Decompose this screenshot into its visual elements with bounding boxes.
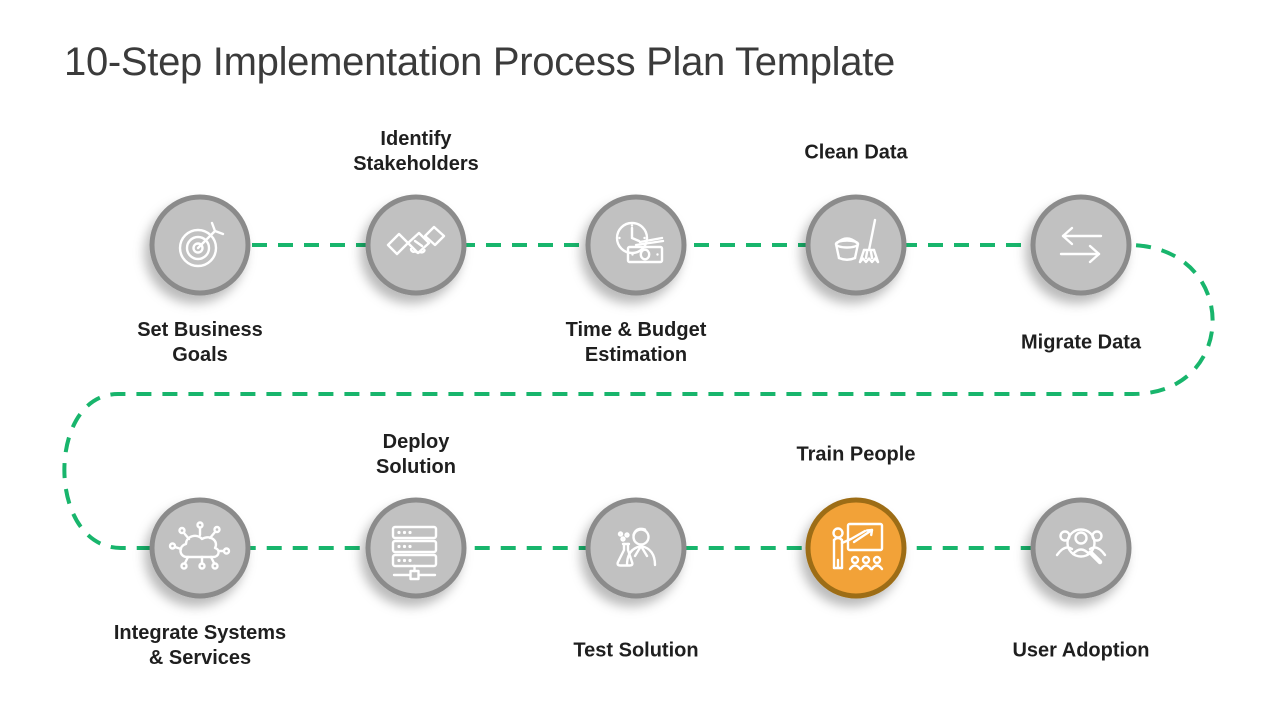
handshake-icon bbox=[386, 225, 446, 256]
step-node-time-budget-estimation bbox=[585, 194, 687, 296]
dashed-connector-path bbox=[62, 243, 1215, 550]
server-stack-icon bbox=[391, 525, 438, 581]
step-node-train-people bbox=[805, 497, 907, 599]
step-node-test-solution bbox=[585, 497, 687, 599]
step-label-user-adoption: User Adoption bbox=[1012, 639, 1150, 662]
step-node-deploy-solution bbox=[365, 497, 467, 599]
users-magnifier-icon bbox=[1055, 528, 1107, 565]
step-node-clean-data bbox=[805, 194, 907, 296]
step-label-clean-data: Clean Data bbox=[804, 141, 908, 164]
step-label-train-people: Train People bbox=[796, 443, 916, 466]
page-title: 10-Step Implementation Process Plan Temp… bbox=[64, 40, 895, 84]
cloud-network-icon bbox=[168, 521, 231, 570]
step-label-integrate-systems-services: Integrate Systems & Services bbox=[113, 622, 287, 669]
step-label-test-solution: Test Solution bbox=[573, 639, 699, 662]
step-node-identify-stakeholders bbox=[365, 194, 467, 296]
step-node-migrate-data bbox=[1030, 194, 1132, 296]
step-label-migrate-data: Migrate Data bbox=[1020, 331, 1142, 354]
step-node-set-business-goals bbox=[149, 194, 251, 296]
step-label-identify-stakeholders: Identify Stakeholders bbox=[353, 128, 479, 175]
transfer-arrows-icon bbox=[1059, 226, 1103, 264]
broom-bucket-icon bbox=[834, 218, 880, 264]
step-label-time-budget-estimation: Time & Budget Estimation bbox=[565, 319, 707, 366]
step-label-set-business-goals: Set Business Goals bbox=[137, 319, 263, 366]
step-node-integrate-systems-services bbox=[149, 497, 251, 599]
target-goal-icon bbox=[178, 221, 225, 268]
trainer-presentation-icon bbox=[832, 522, 884, 571]
clock-money-icon bbox=[615, 221, 665, 264]
step-label-deploy-solution: Deploy Solution bbox=[376, 431, 456, 478]
step-node-user-adoption bbox=[1030, 497, 1132, 599]
scientist-flask-icon bbox=[616, 527, 657, 567]
